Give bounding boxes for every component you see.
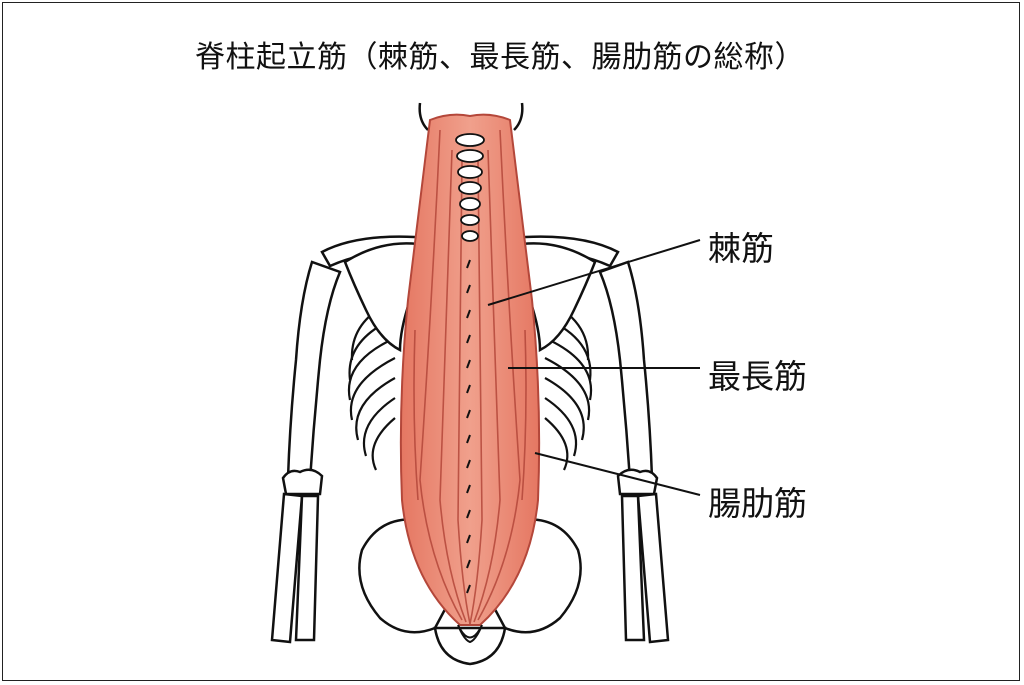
spinous-processes [466, 259, 471, 594]
label-iliocostalis: 腸肋筋 [708, 484, 807, 523]
scapulae [343, 242, 597, 353]
humerus-right [598, 260, 670, 644]
neck-outline [418, 102, 524, 131]
sacrum [457, 624, 483, 644]
figure-title: 脊柱起立筋（棘筋、最長筋、腸肋筋の総称） [195, 40, 805, 75]
label-spinalis: 棘筋 [708, 229, 774, 268]
label-longissimus: 最長筋 [708, 357, 807, 396]
iliocostalis-muscle [399, 113, 541, 626]
leader-lines [487, 239, 701, 496]
humerus-left [270, 260, 342, 644]
spinal-column [455, 133, 485, 242]
erector-spinae [399, 113, 541, 626]
leader-line-iliocostalis [534, 452, 701, 496]
leader-line-spinalis [487, 239, 701, 306]
